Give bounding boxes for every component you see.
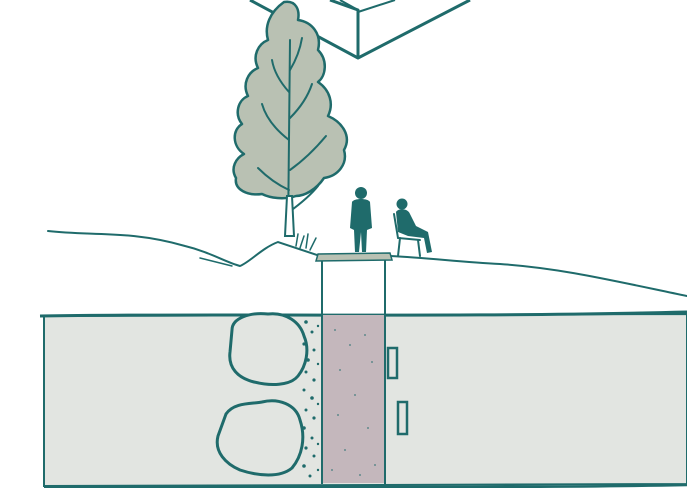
poplar-tree [234, 2, 347, 250]
platform-slab [316, 253, 392, 261]
grass-tufts [296, 234, 316, 250]
upper-boulder [230, 314, 307, 385]
lower-boulder [217, 401, 303, 475]
ground-surface-line [48, 231, 687, 296]
seated-figure [394, 199, 432, 257]
column-shaft [322, 256, 385, 484]
standing-figure [350, 187, 372, 252]
tree-trunk [285, 196, 294, 236]
